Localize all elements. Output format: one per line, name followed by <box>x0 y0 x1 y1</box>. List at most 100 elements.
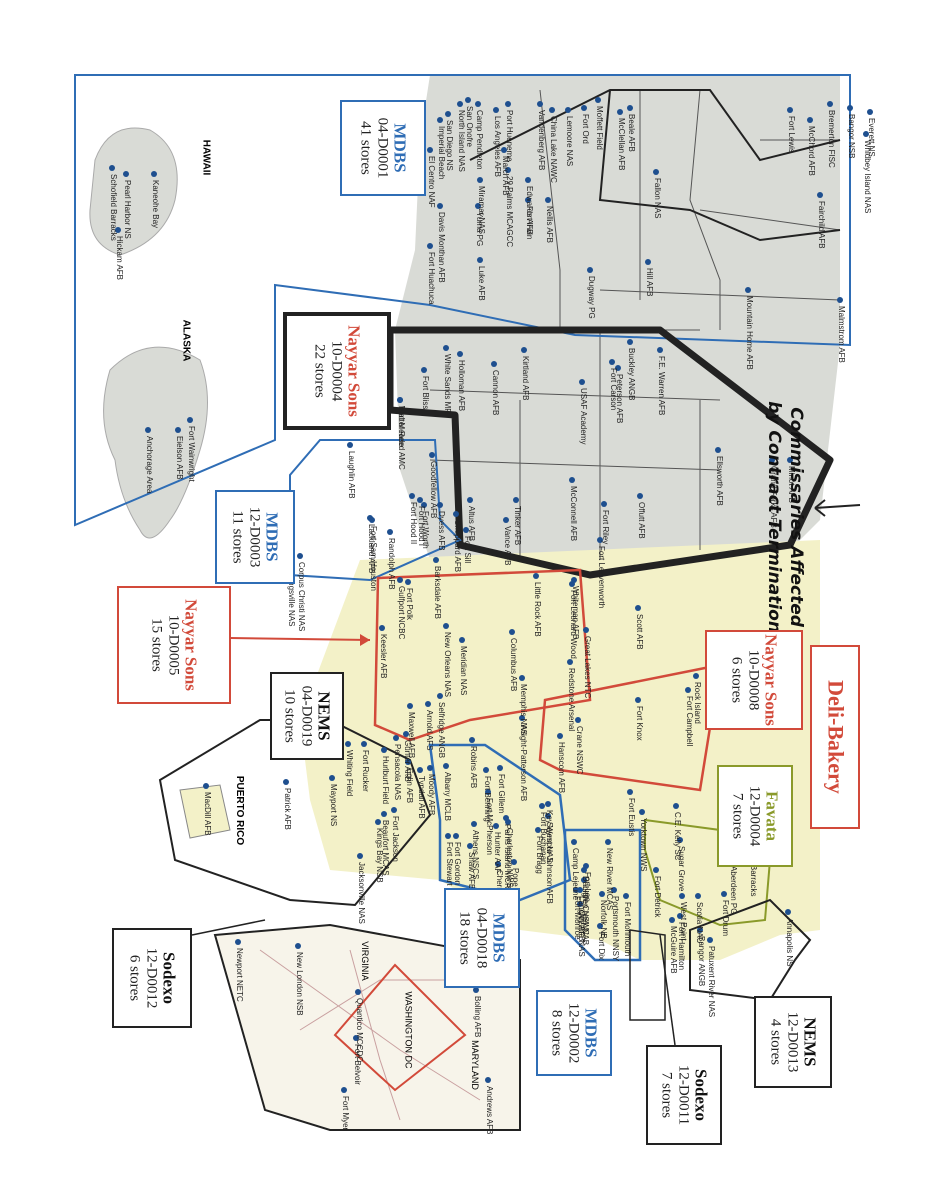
site-label: 29 Palms MCAGCC <box>505 176 514 248</box>
site-label: Great Lakes NTC <box>583 636 592 699</box>
installation-marker <box>115 227 121 233</box>
installation-marker <box>745 287 751 293</box>
installation-marker <box>471 821 477 827</box>
site-label: Fort Drum <box>721 900 730 936</box>
washington-dc-diamond <box>333 963 467 1092</box>
page-title-box: Deli-Bakery <box>810 645 860 829</box>
site-label: Meridian NAS <box>459 646 468 696</box>
site-label: San Diego NS <box>445 120 454 171</box>
site-label: Hanscom AFB <box>557 742 566 794</box>
site-label: Anchorage Area <box>145 436 154 494</box>
site-label: Fort Dix <box>597 932 606 960</box>
installation-marker <box>545 801 551 807</box>
installation-marker <box>497 765 503 771</box>
installation-marker <box>635 605 641 611</box>
installation-marker <box>437 693 443 699</box>
site-label: Goodfellow AFB <box>429 461 438 519</box>
installation-marker <box>403 731 409 737</box>
installation-marker <box>571 839 577 845</box>
site-label: Oceana NAS <box>577 910 586 957</box>
installation-marker <box>417 767 423 773</box>
installation-marker <box>477 177 483 183</box>
site-label: Annapolis NS <box>785 918 794 967</box>
dc-roads <box>259 949 481 1121</box>
site-label: Fort Jackson <box>391 816 400 862</box>
installation-marker <box>375 819 381 825</box>
installation-marker <box>425 701 431 707</box>
site-label: Fort Gillem <box>497 774 506 814</box>
installation-marker <box>503 517 509 523</box>
installation-marker <box>513 497 519 503</box>
installation-marker <box>685 687 691 693</box>
installation-marker <box>475 203 481 209</box>
site-label: Beale AFB <box>627 114 636 152</box>
arrow-nayyar-d0005-head <box>360 634 370 646</box>
installation-marker <box>465 97 471 103</box>
installation-marker <box>443 345 449 351</box>
installation-marker <box>437 117 443 123</box>
installation-marker <box>203 783 209 789</box>
installation-marker <box>393 735 399 741</box>
site-label: Corpus Christi NAS <box>297 562 306 632</box>
site-label: Dugway PG <box>587 276 596 319</box>
installation-marker <box>175 427 181 433</box>
site-label: Patrick AFB <box>283 788 292 830</box>
site-label: McGuire AFB <box>669 926 678 974</box>
site-label: Fort Belvoir <box>353 1044 362 1085</box>
site-label: USAF Academy <box>579 388 588 445</box>
installation-marker <box>397 577 403 583</box>
region-outline-mdbs-d0018 <box>428 743 572 902</box>
site-label: White Sands MR <box>443 354 452 415</box>
site-label: Fort Bliss <box>421 376 430 410</box>
installation-marker <box>545 197 551 203</box>
installation-marker <box>577 901 583 907</box>
installation-marker <box>353 1035 359 1041</box>
installation-marker <box>151 171 157 177</box>
installation-marker <box>639 809 645 815</box>
east-us-landmass <box>300 540 820 960</box>
installation-marker <box>421 502 427 508</box>
site-label: Jacksonville NAS <box>357 862 366 924</box>
site-label: Yuma PG <box>475 212 484 247</box>
installation-marker <box>123 171 129 177</box>
site-label: Whiting Field <box>345 750 354 797</box>
site-label: Fort Meade <box>397 406 406 447</box>
installation-marker <box>569 477 575 483</box>
site-label: Sugar Grove <box>677 846 686 892</box>
installation-marker <box>721 891 727 897</box>
installation-marker <box>565 107 571 113</box>
annotation-line-1: Commissaries Affected <box>786 407 807 627</box>
installation-marker <box>445 833 451 839</box>
site-label: Rock Island <box>693 682 702 724</box>
installation-marker <box>677 913 683 919</box>
site-label: Laughlin AFB <box>347 451 356 499</box>
installation-marker <box>329 775 335 781</box>
installation-marker <box>381 747 387 753</box>
site-label: Wright-Patterson AFB <box>519 724 528 802</box>
installation-marker <box>505 167 511 173</box>
installation-marker <box>505 101 511 107</box>
installation-marker <box>599 891 605 897</box>
site-label: Offutt AFB <box>637 502 646 539</box>
site-label: Arnold AFS <box>425 710 434 751</box>
installation-marker <box>579 379 585 385</box>
region-label-virginia: VIRGINIA <box>359 941 370 981</box>
installation-marker <box>145 427 151 433</box>
site-label: Vance AFB <box>503 526 512 566</box>
site-label: Yorktown NWS <box>639 818 648 872</box>
installation-marker <box>341 1087 347 1093</box>
site-label: Cannon AFB <box>491 370 500 416</box>
installation-marker <box>605 839 611 845</box>
installation-marker <box>427 765 433 771</box>
site-label: Fort Wainwright <box>187 426 196 482</box>
installation-marker <box>697 927 703 933</box>
installation-marker <box>525 197 531 203</box>
installation-marker <box>381 811 387 817</box>
installation-marker <box>405 759 411 765</box>
site-label: Kaneohe Bay <box>151 180 160 229</box>
installation-marker <box>501 147 507 153</box>
